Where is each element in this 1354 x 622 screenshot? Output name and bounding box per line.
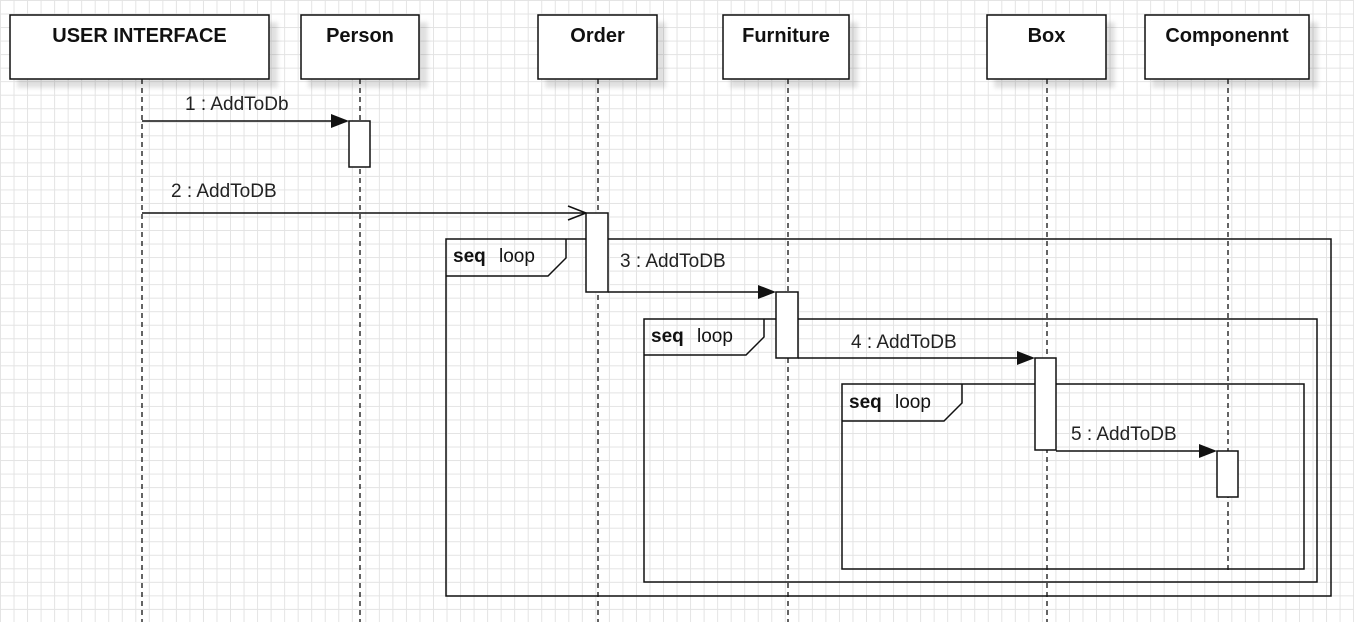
- participant-name: Box: [1028, 25, 1066, 47]
- activation-component: [1216, 450, 1239, 498]
- message-4[interactable]: 4 : AddToDB: [798, 332, 1035, 365]
- fragment-inner: seq loop: [841, 383, 1305, 570]
- participant-name: Person: [326, 25, 394, 47]
- message-label: 3 : AddToDB: [620, 251, 726, 272]
- participant-component[interactable]: Componennt: [1144, 14, 1310, 80]
- fragment-guard: loop: [697, 326, 733, 347]
- participant-order[interactable]: Order: [537, 14, 658, 80]
- participant-furniture[interactable]: Furniture: [722, 14, 850, 80]
- message-3[interactable]: 3 : AddToDB: [608, 251, 776, 299]
- message-label: 1 : AddToDb: [185, 94, 289, 115]
- fragment-operator: seq: [849, 392, 882, 413]
- participant-ui[interactable]: USER INTERFACE: [9, 14, 270, 80]
- arrowhead-filled-icon: [758, 285, 776, 299]
- fragment-outer: seq loop: [445, 238, 1332, 597]
- message-2[interactable]: 2 : AddToDB: [142, 181, 589, 221]
- fragment-operator: seq: [651, 326, 684, 347]
- message-label: 4 : AddToDB: [851, 332, 957, 353]
- participant-name: USER INTERFACE: [52, 25, 226, 47]
- message-1[interactable]: 1 : AddToDb: [142, 94, 349, 128]
- arrowhead-filled-icon: [1017, 351, 1035, 365]
- arrowhead-filled-icon: [331, 114, 349, 128]
- participant-person[interactable]: Person: [300, 14, 420, 80]
- participant-name: Furniture: [742, 25, 830, 47]
- activation-person: [348, 120, 371, 168]
- activation-box: [1034, 357, 1057, 451]
- arrowhead-open-icon: [567, 205, 589, 221]
- participant-name: Order: [570, 25, 625, 47]
- message-label: 5 : AddToDB: [1071, 424, 1177, 445]
- fragment-guard: loop: [499, 246, 535, 267]
- message-label: 2 : AddToDB: [171, 181, 277, 202]
- participant-box[interactable]: Box: [986, 14, 1107, 80]
- arrowhead-filled-icon: [1199, 444, 1217, 458]
- activation-furniture: [775, 291, 799, 359]
- activation-order: [585, 212, 609, 293]
- fragment-operator: seq: [453, 246, 486, 267]
- message-5[interactable]: 5 : AddToDB: [1056, 424, 1217, 458]
- fragment-middle: seq loop: [643, 318, 1318, 583]
- participant-name: Componennt: [1165, 25, 1289, 47]
- fragment-guard: loop: [895, 392, 931, 413]
